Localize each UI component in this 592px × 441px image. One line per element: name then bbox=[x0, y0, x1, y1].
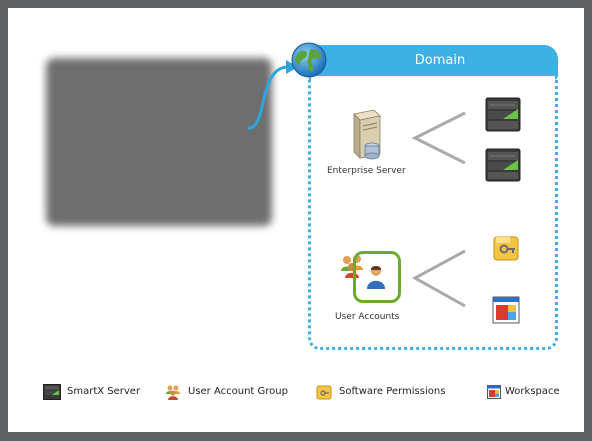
globe-icon bbox=[291, 42, 327, 78]
smartx-server-icon bbox=[485, 148, 521, 182]
domain-title: Domain bbox=[414, 53, 466, 68]
user-accounts-node bbox=[353, 251, 401, 303]
software-permissions-icon bbox=[493, 236, 519, 261]
enterprise-server-label: Enterprise Server bbox=[327, 166, 406, 176]
smartx-server-icon bbox=[485, 97, 521, 132]
workspace-icon bbox=[492, 296, 520, 324]
legend-smartx-server: SmartX Server bbox=[67, 386, 141, 397]
blurred-image-placeholder bbox=[46, 58, 272, 226]
connector-arrow bbox=[247, 60, 298, 130]
accounts-branch-lines bbox=[411, 249, 466, 308]
user-account-group-legend-icon bbox=[166, 385, 180, 400]
user-icon bbox=[367, 266, 385, 289]
software-permissions-legend-icon bbox=[316, 385, 332, 400]
legend-workspace: Workspace bbox=[505, 386, 560, 397]
smartx-server-legend-icon bbox=[43, 384, 61, 400]
server-branch-lines bbox=[411, 111, 466, 165]
legend-software-permissions: Software Permissions bbox=[339, 386, 446, 397]
legend-user-account-group: User Account Group bbox=[188, 386, 288, 397]
workspace-legend-icon bbox=[487, 385, 501, 399]
domain-container bbox=[308, 76, 558, 350]
user-accounts-label: User Accounts bbox=[335, 312, 400, 322]
domain-header: Domain bbox=[308, 45, 558, 76]
enterprise-server-icon bbox=[353, 109, 381, 160]
